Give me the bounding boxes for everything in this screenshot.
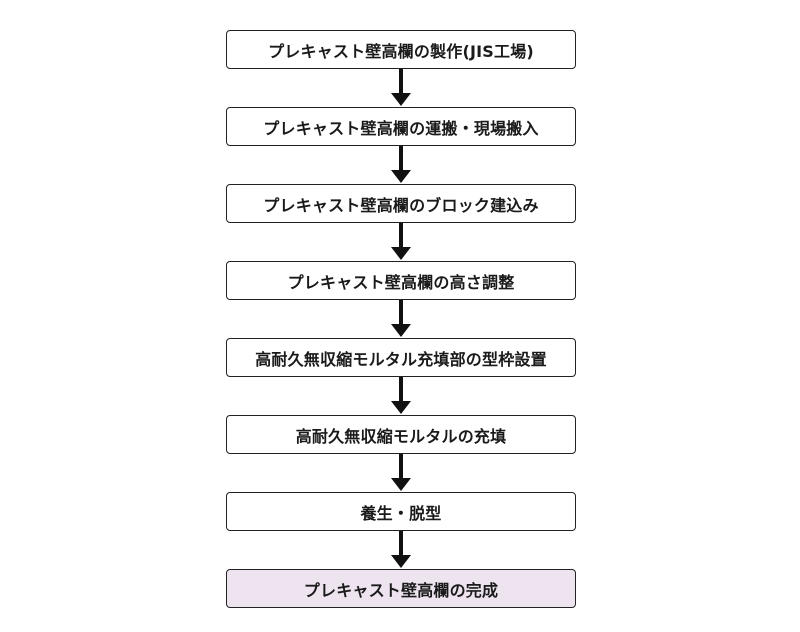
- step-3-label: プレキャスト壁高欄のブロック建込み: [263, 195, 539, 215]
- arrow-down-icon: [226, 146, 576, 184]
- step-6-box: 高耐久無収縮モルタルの充填: [226, 415, 576, 454]
- step-8-label: プレキャスト壁高欄の完成: [303, 580, 499, 600]
- step-6-label: 高耐久無収縮モルタルの充填: [295, 426, 507, 446]
- step-3-box: プレキャスト壁高欄のブロック建込み: [226, 184, 576, 223]
- step-5-box: 高耐久無収縮モルタル充填部の型枠設置: [226, 338, 576, 377]
- step-2-box: プレキャスト壁高欄の運搬・現場搬入: [226, 107, 576, 146]
- step-1-box: プレキャスト壁高欄の製作(JIS工場): [226, 30, 576, 69]
- step-5-label: 高耐久無収縮モルタル充填部の型枠設置: [255, 349, 547, 369]
- step-1-label: プレキャスト壁高欄の製作(JIS工場): [268, 41, 534, 61]
- step-2-label: プレキャスト壁高欄の運搬・現場搬入: [263, 118, 539, 138]
- arrow-down-icon: [226, 454, 576, 492]
- step-8-box-final: プレキャスト壁高欄の完成: [226, 569, 576, 608]
- arrow-down-icon: [226, 69, 576, 107]
- arrow-down-icon: [226, 223, 576, 261]
- step-4-label: プレキャスト壁高欄の高さ調整: [287, 272, 515, 292]
- arrow-down-icon: [226, 377, 576, 415]
- arrow-down-icon: [226, 300, 576, 338]
- arrow-down-icon: [226, 531, 576, 569]
- process-flowchart: プレキャスト壁高欄の製作(JIS工場) プレキャスト壁高欄の運搬・現場搬入 プレ…: [226, 30, 576, 608]
- step-7-label: 養生・脱型: [360, 503, 442, 523]
- step-7-box: 養生・脱型: [226, 492, 576, 531]
- step-4-box: プレキャスト壁高欄の高さ調整: [226, 261, 576, 300]
